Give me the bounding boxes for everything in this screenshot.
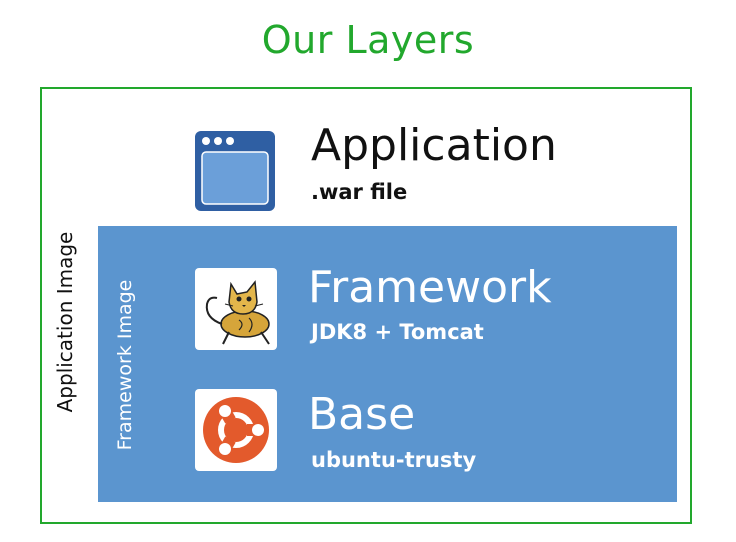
base-layer-name: Base — [308, 389, 416, 440]
application-layer-name: Application — [311, 120, 557, 171]
diagram-title: Our Layers — [261, 18, 475, 62]
application-window-icon — [194, 130, 276, 212]
application-image-label: Application Image — [53, 231, 77, 413]
base-layer-subtitle: ubuntu-trusty — [311, 448, 477, 472]
tomcat-cat-icon — [195, 268, 277, 350]
framework-layer-name: Framework — [308, 262, 552, 313]
framework-layer-subtitle: JDK8 + Tomcat — [311, 320, 484, 344]
framework-image-label: Framework Image — [114, 279, 136, 451]
application-image-box — [40, 87, 692, 524]
application-layer-subtitle: .war file — [311, 180, 408, 204]
ubuntu-logo-icon — [195, 389, 277, 471]
framework-image-box — [98, 226, 677, 502]
